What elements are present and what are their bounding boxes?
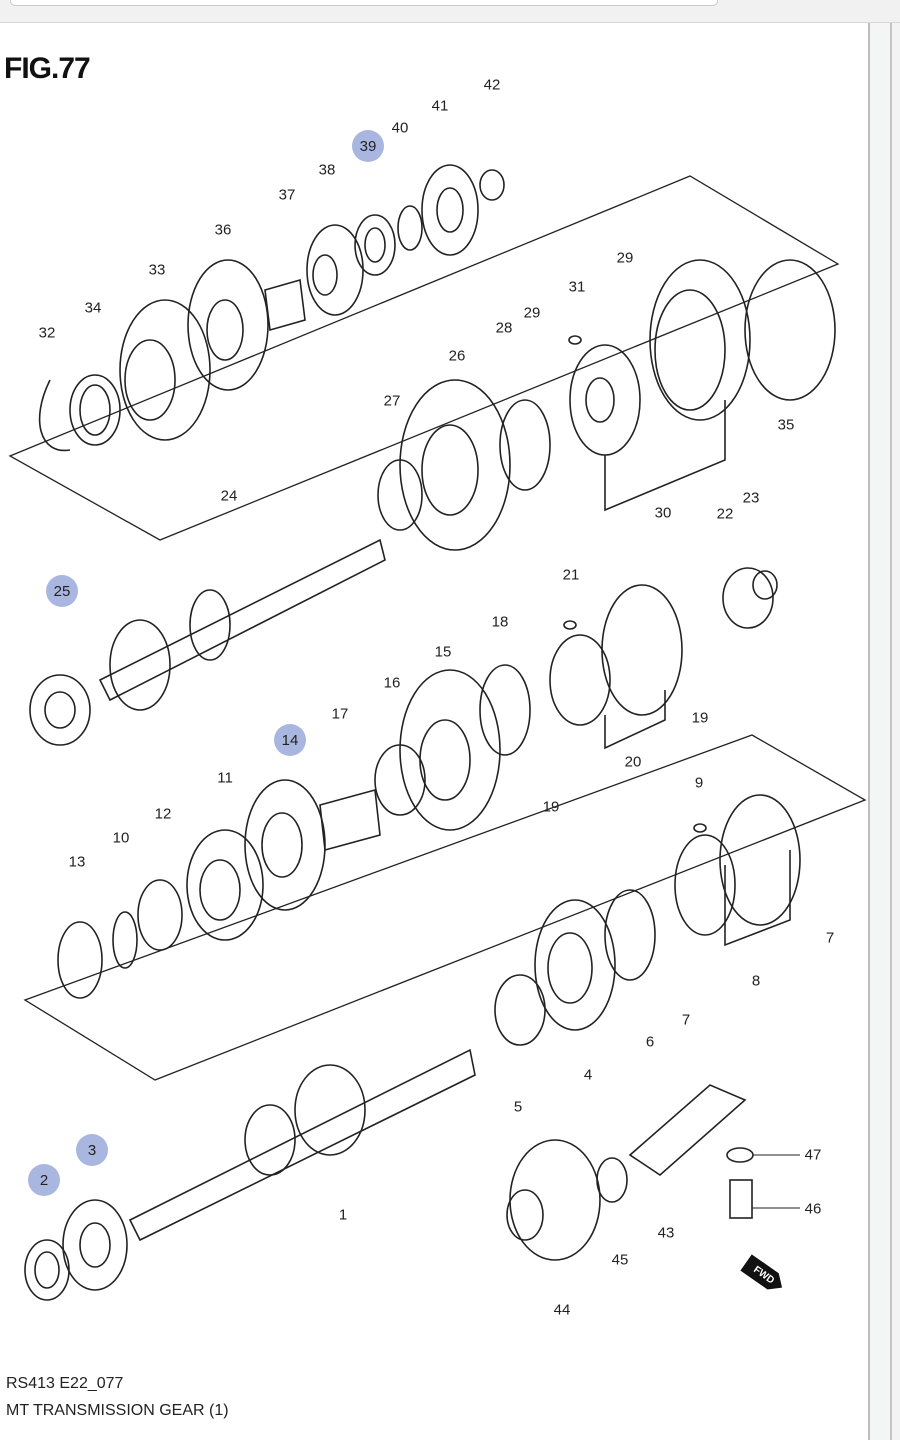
callout[interactable]: 19	[542, 798, 560, 816]
diagram-code: RS413 E22_077	[6, 1375, 124, 1392]
countershaft	[29, 538, 778, 999]
mid-upper-gear-set	[377, 259, 836, 551]
callout[interactable]: 27	[383, 392, 401, 410]
address-bar[interactable]	[10, 0, 718, 6]
callout[interactable]: 18	[491, 613, 509, 631]
callout[interactable]: 29	[616, 249, 634, 267]
callout[interactable]: 7	[681, 1011, 691, 1029]
callout[interactable]: 42	[483, 76, 501, 94]
callout-highlighted[interactable]: 25	[46, 575, 78, 607]
lower-gear-set	[24, 794, 801, 1301]
upper-plate-outline	[8, 175, 840, 541]
callout[interactable]: 46	[804, 1200, 822, 1218]
callout[interactable]: 20	[624, 753, 642, 771]
top-gear-set	[38, 164, 505, 452]
callout[interactable]: 36	[214, 221, 232, 239]
callout[interactable]: 21	[562, 566, 580, 584]
callout[interactable]: 24	[220, 487, 238, 505]
callout[interactable]: 13	[68, 853, 86, 871]
callout[interactable]: 16	[383, 674, 401, 692]
callout[interactable]: 32	[38, 324, 56, 342]
callout[interactable]: 8	[751, 972, 761, 990]
scrollbar[interactable]	[870, 23, 892, 1440]
callout[interactable]: 7	[825, 929, 835, 947]
diagram-caption: MT TRANSMISSION GEAR (1)	[6, 1402, 229, 1419]
callout[interactable]: 30	[654, 504, 672, 522]
leader-lines	[752, 1154, 800, 1209]
callout[interactable]: 37	[278, 186, 296, 204]
callout[interactable]: 4	[583, 1066, 593, 1084]
callout[interactable]: 19	[691, 709, 709, 727]
callout[interactable]: 28	[495, 319, 513, 337]
callout[interactable]: 23	[742, 489, 760, 507]
callout[interactable]: 17	[331, 705, 349, 723]
callout[interactable]: 11	[217, 769, 233, 787]
callout[interactable]: 5	[513, 1098, 523, 1116]
callout[interactable]: 38	[318, 161, 336, 179]
callout[interactable]: 44	[553, 1301, 571, 1319]
callout-highlighted[interactable]: 39	[352, 130, 384, 162]
callout[interactable]: 47	[804, 1146, 822, 1164]
lower-plate-outline	[23, 734, 867, 1081]
callout-highlighted[interactable]: 14	[274, 724, 306, 756]
callout[interactable]: 29	[523, 304, 541, 322]
reverse-idler-parts	[506, 1084, 754, 1261]
callout[interactable]: 26	[448, 347, 466, 365]
callout[interactable]: 15	[434, 643, 452, 661]
callout[interactable]: 41	[431, 97, 449, 115]
callout-highlighted[interactable]: 2	[28, 1164, 60, 1196]
callout[interactable]: 12	[154, 805, 172, 823]
callout[interactable]: 43	[657, 1224, 675, 1242]
callout[interactable]: 10	[112, 829, 130, 847]
callout[interactable]: 40	[391, 119, 409, 137]
callout-highlighted[interactable]: 3	[76, 1134, 108, 1166]
callout[interactable]: 33	[148, 261, 166, 279]
callout[interactable]: 35	[777, 416, 795, 434]
callout[interactable]: 9	[694, 774, 704, 792]
diagram-panel	[0, 23, 870, 1440]
callout[interactable]: 6	[645, 1033, 655, 1051]
callout[interactable]: 1	[338, 1206, 348, 1224]
callout[interactable]: 22	[716, 505, 734, 523]
figure-title: FIG.77	[4, 52, 91, 85]
callout[interactable]: 45	[611, 1251, 629, 1269]
callout[interactable]: 34	[84, 299, 102, 317]
callout[interactable]: 31	[568, 278, 586, 296]
browser-toolbar	[0, 0, 900, 23]
